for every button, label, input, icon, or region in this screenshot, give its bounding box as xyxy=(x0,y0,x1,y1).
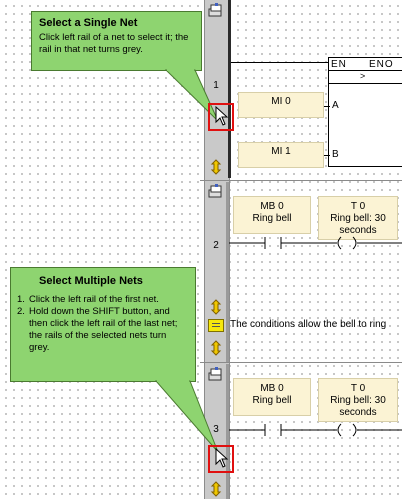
block-en-label: EN xyxy=(331,59,347,70)
coil-operand-box[interactable]: T 0 Ring bell: 30 seconds xyxy=(318,378,398,422)
contact-symbol: Ring bell xyxy=(252,213,292,224)
net3-left-rail-selected[interactable] xyxy=(226,364,229,499)
coil-address: T 0 xyxy=(350,383,366,394)
contact-operand-box[interactable]: MB 0 Ring bell xyxy=(233,196,311,234)
callout-title: Select a Single Net xyxy=(39,17,138,29)
ladder-rung[interactable] xyxy=(229,423,402,437)
coil-symbol: Ring bell: 30 seconds xyxy=(330,395,386,418)
updown-arrows-icon[interactable] xyxy=(210,299,222,315)
coil-operand-box[interactable]: T 0 Ring bell: 30 seconds xyxy=(318,196,398,240)
net-icon[interactable] xyxy=(207,183,225,199)
block-header-divider xyxy=(328,70,402,71)
net-separator xyxy=(200,362,402,363)
mouse-pointer-icon xyxy=(215,448,229,468)
wire xyxy=(324,155,330,156)
coil-address: T 0 xyxy=(350,201,366,212)
net-number: 3 xyxy=(213,424,219,435)
callout-steps: 1. Click the left rail of the first net.… xyxy=(17,294,189,354)
net-number: 1 xyxy=(213,80,219,91)
rail-highlight xyxy=(208,445,234,473)
mouse-pointer-icon xyxy=(215,106,229,126)
operand-box[interactable]: MI 0 xyxy=(238,92,324,118)
contact-operand-box[interactable]: MB 0 Ring bell xyxy=(233,378,311,416)
net-gutter[interactable] xyxy=(204,0,230,499)
net1-left-rail[interactable] xyxy=(228,0,231,178)
callout-body: Click left rail of a net to select it; t… xyxy=(39,32,189,55)
callout-multiple-nets: Select Multiple Nets 1. Click the left r… xyxy=(10,267,196,382)
updown-arrows-icon[interactable] xyxy=(210,159,222,175)
wire xyxy=(231,62,328,63)
input-pin-label: B xyxy=(332,149,339,160)
net-icon[interactable] xyxy=(207,366,225,382)
contact-symbol: Ring bell xyxy=(252,395,292,406)
callout-step: 1. Click the left rail of the first net. xyxy=(17,294,159,305)
net-separator xyxy=(200,180,402,181)
operand-address: MI 1 xyxy=(271,146,291,157)
coil-symbol: Ring bell: 30 seconds xyxy=(330,213,386,236)
contact-address: MB 0 xyxy=(260,201,284,212)
input-pin-label: A xyxy=(332,100,339,111)
ladder-rung[interactable] xyxy=(229,236,402,250)
operand-box[interactable]: MI 1 xyxy=(238,142,324,168)
updown-arrows-icon[interactable] xyxy=(210,481,222,497)
callout-pointer xyxy=(154,380,219,453)
wire xyxy=(324,106,330,107)
updown-arrows-icon[interactable] xyxy=(210,340,222,356)
net-comment[interactable]: The conditions allow the bell to ring xyxy=(230,319,387,330)
block-type-divider xyxy=(328,83,402,84)
callout-step: 2. Hold down the SHIFT button, and then … xyxy=(17,306,189,354)
net-icon[interactable] xyxy=(207,2,225,18)
block-marker: > xyxy=(360,71,366,81)
comment-icon[interactable] xyxy=(208,319,224,332)
callout-title: Select Multiple Nets xyxy=(39,275,143,287)
callout-pointer xyxy=(164,69,219,122)
callout-step-text: Click the left rail of the first net. xyxy=(29,294,159,305)
rail-highlight xyxy=(208,103,234,131)
operand-address: MI 0 xyxy=(271,96,291,107)
function-block[interactable] xyxy=(328,57,402,167)
contact-address: MB 0 xyxy=(260,383,284,394)
net-number: 2 xyxy=(213,240,219,251)
callout-single-net: Select a Single Net Click left rail of a… xyxy=(31,11,202,71)
callout-step-text: Hold down the SHIFT button, and then cli… xyxy=(29,306,178,353)
block-eno-label: ENO xyxy=(369,59,394,70)
net2-left-rail-selected[interactable] xyxy=(226,182,229,362)
